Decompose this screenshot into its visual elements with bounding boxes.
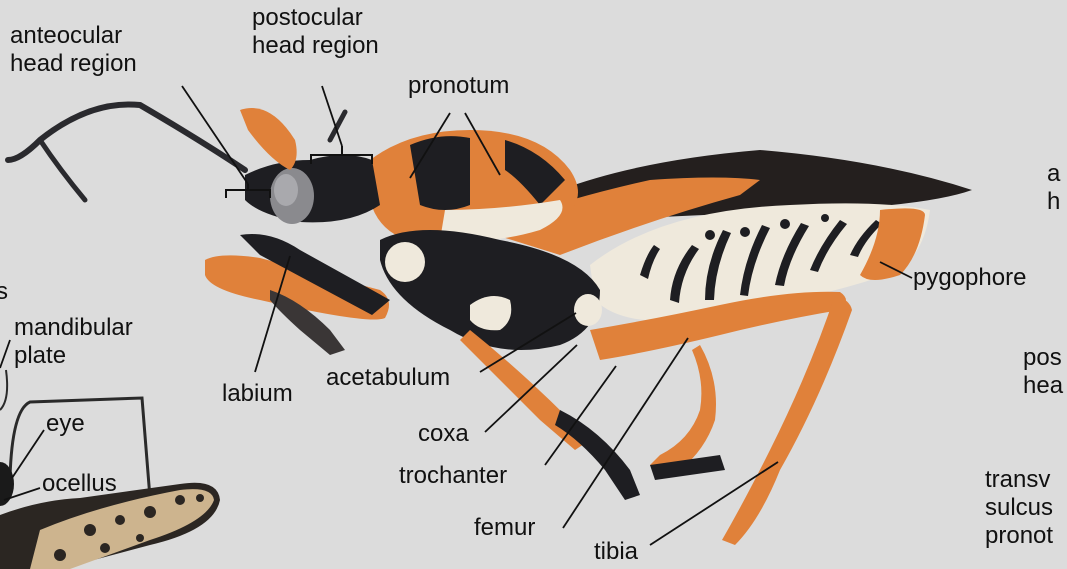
- label-pronotum: pronotum: [408, 72, 509, 100]
- label-mandibular-line2: plate: [14, 342, 133, 370]
- label-right-fragment-a-line1: a: [1047, 160, 1060, 188]
- label-postocular-line1: postocular: [252, 4, 379, 32]
- label-postocular-head-region: postocular head region: [252, 4, 379, 60]
- label-right-fragment-b-line2: hea: [1023, 372, 1063, 400]
- label-anteocular-line2: head region: [10, 50, 137, 78]
- label-right-fragment-b-line1: pos: [1023, 344, 1063, 372]
- label-right-fragment-c: transv sulcus pronot: [985, 466, 1053, 550]
- label-right-fragment-b: pos hea: [1023, 344, 1063, 400]
- mandibular-plate-leader: [0, 340, 10, 368]
- label-right-fragment-a-line2: h: [1047, 188, 1060, 216]
- label-tibia: tibia: [594, 538, 638, 566]
- label-trochanter: trochanter: [399, 462, 507, 490]
- label-mandibular-line1: mandibular: [14, 314, 133, 342]
- label-postocular-line2: head region: [252, 32, 379, 60]
- label-right-fragment-c-line2: sulcus: [985, 494, 1053, 522]
- label-anteocular-head-region: anteocular head region: [10, 22, 137, 78]
- label-right-fragment-c-line3: pronot: [985, 522, 1053, 550]
- label-labium: labium: [222, 380, 293, 408]
- label-ocellus: ocellus: [42, 470, 117, 498]
- label-right-fragment-c-line1: transv: [985, 466, 1053, 494]
- label-eye: eye: [46, 410, 85, 438]
- label-femur: femur: [474, 514, 535, 542]
- label-coxa: coxa: [418, 420, 469, 448]
- label-right-fragment-a: a h: [1047, 160, 1060, 216]
- label-left-fragment: s: [0, 278, 8, 306]
- label-acetabulum: acetabulum: [326, 364, 450, 392]
- eye-leader: [12, 430, 44, 478]
- label-anteocular-line1: anteocular: [10, 22, 137, 50]
- label-pygophore: pygophore: [913, 264, 1026, 292]
- label-mandibular-plate: mandibular plate: [14, 314, 133, 370]
